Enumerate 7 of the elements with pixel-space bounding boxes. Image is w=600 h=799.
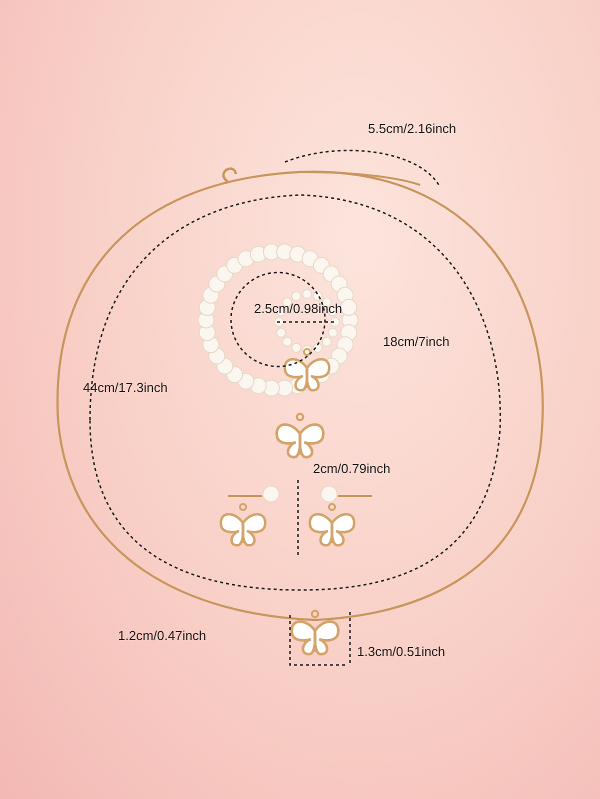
- dimension-label: 5.5cm/2.16inch: [368, 121, 456, 137]
- dimension-label: 2.5cm/0.98inch: [254, 301, 342, 317]
- dimension-label: 1.2cm/0.47inch: [118, 628, 206, 644]
- dimension-label: 44cm/17.3inch: [83, 380, 168, 396]
- dimension-label: 18cm/7inch: [383, 334, 450, 350]
- dimension-label: 2cm/0.79inch: [313, 461, 390, 477]
- dimension-label: 1.3cm/0.51inch: [357, 644, 446, 660]
